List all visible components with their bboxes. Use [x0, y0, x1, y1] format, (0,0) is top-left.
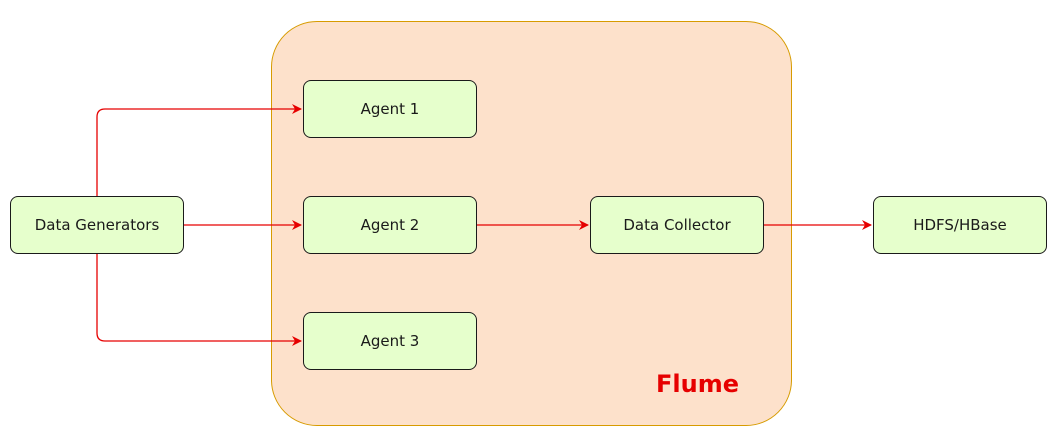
agent-1-node: Agent 1 — [303, 80, 477, 138]
agent-1-label: Agent 1 — [360, 100, 420, 118]
agent-2-node: Agent 2 — [303, 196, 477, 254]
edge-generators-agent3 — [96, 254, 302, 346]
hdfs-hbase-label: HDFS/HBase — [913, 216, 1007, 234]
data-collector-label: Data Collector — [623, 216, 731, 234]
agent-2-label: Agent 2 — [360, 216, 420, 234]
agent-3-node: Agent 3 — [303, 312, 477, 370]
data-generators-label: Data Generators — [34, 216, 160, 234]
data-collector-node: Data Collector — [590, 196, 764, 254]
agent-3-label: Agent 3 — [360, 332, 420, 350]
edge-generators-agent1 — [96, 104, 302, 196]
flume-label: Flume — [656, 370, 739, 398]
hdfs-hbase-node: HDFS/HBase — [873, 196, 1047, 254]
data-generators-node: Data Generators — [10, 196, 184, 254]
